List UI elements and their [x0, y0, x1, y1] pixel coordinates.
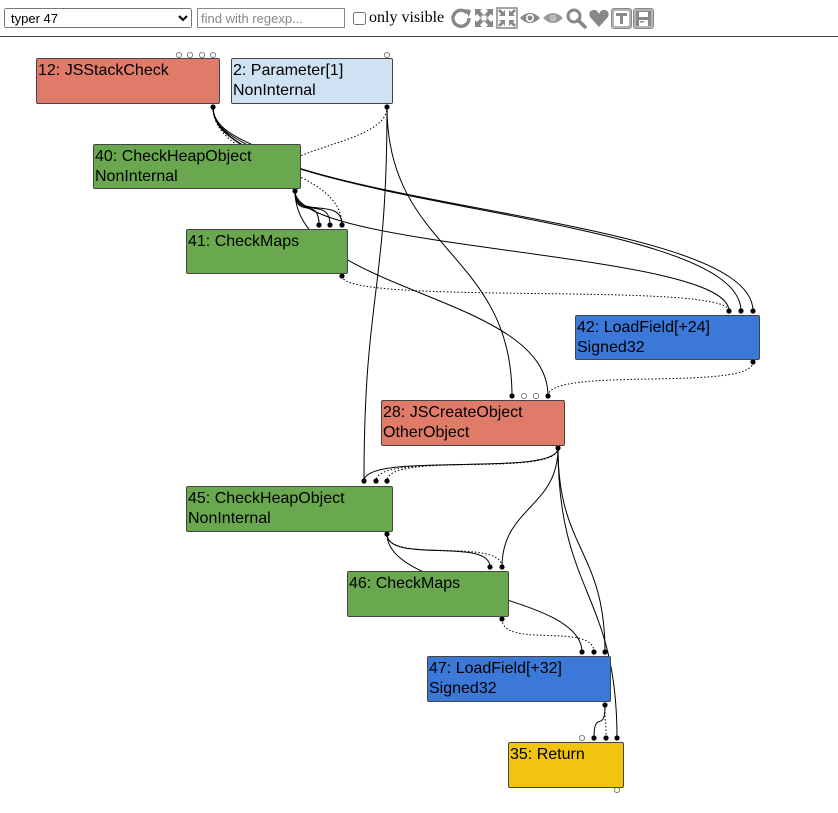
port-dot-26[interactable] [591, 649, 597, 655]
port-dot-29[interactable] [603, 735, 609, 741]
node-41-label: 41: CheckMaps [188, 233, 300, 250]
node-46-checkmaps[interactable]: 46: CheckMaps [347, 571, 509, 617]
only-visible-label: only visible [369, 9, 445, 26]
port-dot-0[interactable] [210, 104, 216, 110]
value-edge-4 [212, 106, 754, 312]
port-dot-15[interactable] [726, 308, 732, 314]
open-port-8[interactable] [614, 787, 621, 794]
port-dot-2[interactable] [292, 188, 298, 194]
port-dot-14[interactable] [339, 222, 345, 228]
node-41-checkmaps[interactable]: 41: CheckMaps [186, 229, 348, 274]
port-dot-8[interactable] [602, 702, 608, 708]
show-eye-icon[interactable] [519, 7, 541, 29]
hide-eye-icon[interactable] [542, 7, 564, 29]
node-35-return[interactable]: 35: Return [508, 742, 624, 788]
node-2-type: NonInternal [233, 82, 316, 99]
effect-edge-27 [501, 618, 595, 653]
node-42-loadfield[interactable]: 42: LoadField[+24] Signed32 [575, 315, 760, 360]
node-45-checkheapobject[interactable]: 45: CheckHeapObject NonInternal [186, 486, 393, 532]
open-port-4[interactable] [383, 51, 390, 58]
expand-icon[interactable] [473, 7, 495, 29]
port-dot-25[interactable] [579, 649, 585, 655]
node-42-label: 42: LoadField[+24] [577, 319, 710, 336]
node-40-label: 40: CheckHeapObject [95, 148, 252, 165]
node-12-jsstackcheck[interactable]: 12: JSStackCheck [36, 58, 220, 104]
open-port-0[interactable] [175, 51, 182, 58]
open-port-3[interactable] [209, 51, 216, 58]
open-port-7[interactable] [579, 735, 586, 742]
node-12-label: 12: JSStackCheck [38, 62, 169, 79]
value-edge-6 [386, 106, 513, 397]
node-2-label: 2: Parameter[1] [233, 62, 344, 79]
open-port-6[interactable] [533, 392, 540, 399]
node-46-label: 46: CheckMaps [349, 575, 461, 592]
port-dot-22[interactable] [384, 478, 390, 484]
port-dot-13[interactable] [327, 222, 333, 228]
reload-icon[interactable] [450, 7, 472, 29]
value-edge-8 [294, 190, 331, 226]
port-dot-5[interactable] [555, 445, 561, 451]
port-dot-6[interactable] [384, 531, 390, 537]
search-icon[interactable] [565, 7, 587, 29]
port-dot-21[interactable] [373, 478, 379, 484]
node-40-checkheapobject[interactable]: 40: CheckHeapObject NonInternal [93, 144, 301, 189]
compress-icon[interactable] [496, 7, 518, 29]
toolbar-icons [450, 7, 655, 29]
value-edge-18 [593, 704, 606, 739]
type-toggle-icon[interactable] [611, 7, 633, 29]
node-35-label: 35: Return [510, 746, 585, 763]
value-edge-9 [294, 190, 343, 226]
toolbar: typer 47 only visible [0, 0, 838, 37]
node-28-label: 28: JSCreateObject [383, 404, 523, 421]
value-edge-11 [294, 190, 549, 397]
node-2-parameter[interactable]: 2: Parameter[1] NonInternal [231, 58, 393, 104]
node-45-type: NonInternal [188, 510, 271, 527]
effect-edge-28 [604, 704, 607, 739]
effect-edge-23 [547, 361, 754, 397]
port-dot-24[interactable] [499, 564, 505, 570]
save-icon[interactable] [633, 7, 655, 29]
node-47-loadfield[interactable]: 47: LoadField[+32] Signed32 [427, 656, 611, 702]
node-28-jscreateobject[interactable]: 28: JSCreateObject OtherObject [381, 400, 565, 446]
open-port-2[interactable] [198, 51, 205, 58]
node-47-label: 47: LoadField[+32] [429, 660, 562, 677]
open-port-5[interactable] [521, 392, 528, 399]
effect-edge-22 [341, 275, 730, 312]
port-dot-4[interactable] [750, 359, 756, 365]
search-input[interactable] [197, 8, 345, 28]
value-edge-13 [501, 447, 559, 568]
port-dot-18[interactable] [509, 393, 515, 399]
value-edge-5 [363, 106, 388, 482]
value-edge-14 [557, 447, 606, 653]
port-dot-17[interactable] [750, 308, 756, 314]
effect-edge-21 [294, 190, 320, 226]
effect-edge-26 [386, 533, 503, 568]
port-dot-27[interactable] [602, 649, 608, 655]
graph-canvas[interactable]: 12: JSStackCheck 2: Parameter[1] NonInte… [0, 37, 838, 813]
port-dot-19[interactable] [545, 393, 551, 399]
heart-icon[interactable] [588, 7, 610, 29]
port-dot-12[interactable] [316, 222, 322, 228]
node-40-type: NonInternal [95, 168, 178, 185]
port-dot-1[interactable] [384, 104, 390, 110]
port-dot-28[interactable] [591, 735, 597, 741]
port-dot-20[interactable] [361, 478, 367, 484]
node-47-type: Signed32 [429, 680, 497, 697]
phase-select[interactable]: typer 47 [4, 8, 192, 28]
port-dot-30[interactable] [614, 735, 620, 741]
value-edge-16 [386, 533, 491, 568]
node-45-label: 45: CheckHeapObject [188, 490, 345, 507]
only-visible-checkbox[interactable] [353, 11, 366, 25]
port-dot-3[interactable] [339, 273, 345, 279]
value-edge-15 [557, 447, 618, 739]
port-dot-7[interactable] [499, 616, 505, 622]
value-edge-3 [212, 106, 742, 312]
value-edge-10 [294, 190, 730, 312]
node-28-type: OtherObject [383, 424, 470, 441]
port-dot-23[interactable] [487, 564, 493, 570]
port-dot-16[interactable] [738, 308, 744, 314]
open-port-1[interactable] [186, 51, 193, 58]
node-42-type: Signed32 [577, 339, 645, 356]
only-visible-toggle[interactable]: only visible [353, 9, 444, 27]
